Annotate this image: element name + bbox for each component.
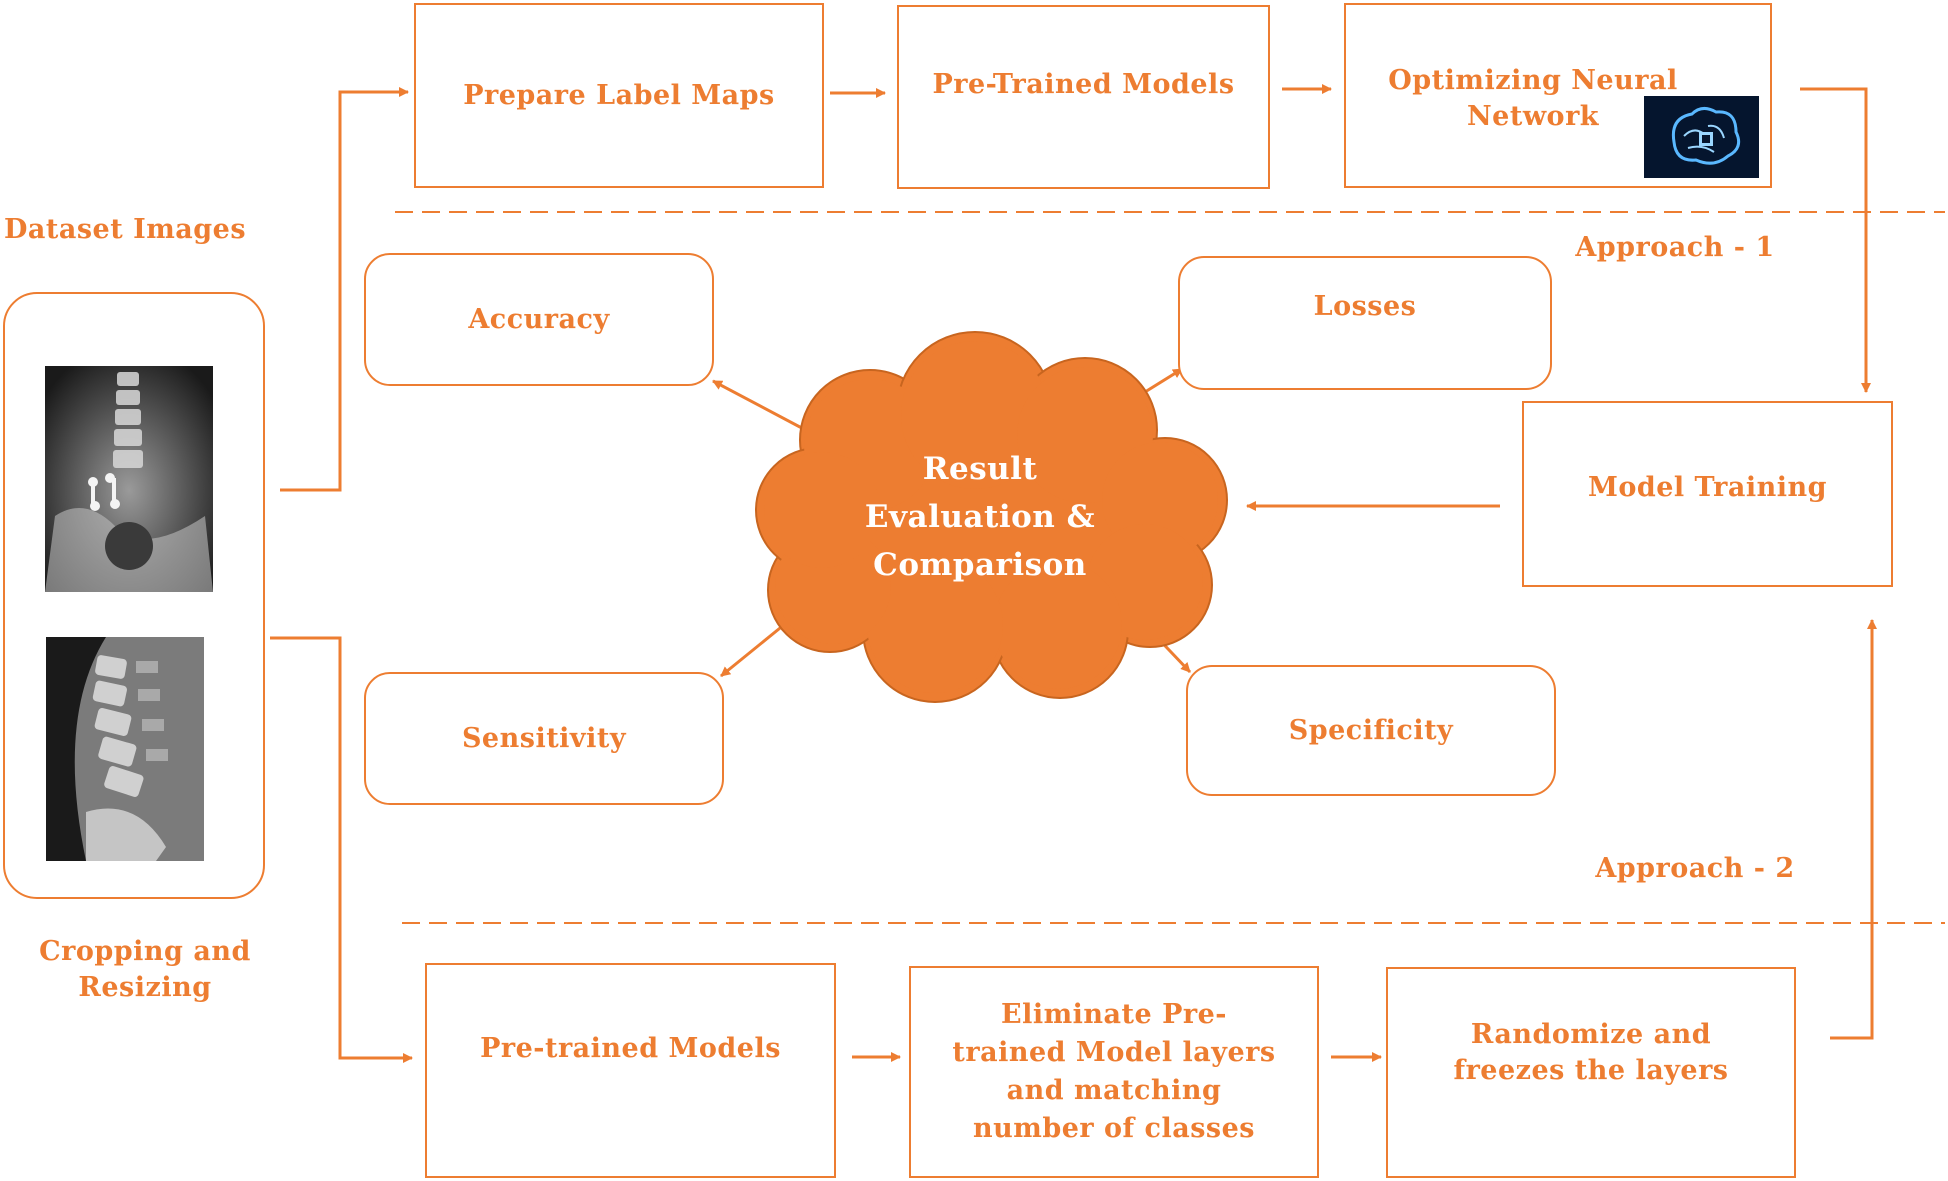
accuracy-label: Accuracy bbox=[468, 303, 610, 335]
specificity-label: Specificity bbox=[1288, 714, 1454, 746]
optimizing-network-label: Optimizing Neural Network bbox=[1388, 65, 1678, 132]
sensitivity-box: Sensitivity bbox=[364, 672, 724, 805]
eliminate-layers-label: Eliminate Pre- trained Model layers and … bbox=[952, 999, 1276, 1144]
result-evaluation-text: Result Evaluation & Comparison bbox=[864, 451, 1096, 583]
pretrained-models-box: Pre-Trained Models bbox=[897, 5, 1270, 189]
randomize-freeze-label: Randomize and freezes the layers bbox=[1453, 1019, 1729, 1086]
brain-chip-icon bbox=[1644, 96, 1759, 178]
result-cloud-fill bbox=[764, 341, 1218, 693]
approach2-label: Approach - 2 bbox=[1595, 853, 1795, 884]
model-training-label: Model Training bbox=[1587, 472, 1828, 503]
arrow-cloud-to-accuracy bbox=[712, 379, 816, 437]
model-training-box: Model Training bbox=[1522, 401, 1893, 587]
approach1-label: Approach - 1 bbox=[1575, 232, 1775, 263]
arrow-cloud-to-losses bbox=[1144, 367, 1183, 394]
xray-spine-image bbox=[45, 366, 213, 592]
prepare-label-maps-box: Prepare Label Maps bbox=[414, 3, 824, 188]
pretrained-models-label: Pre-Trained Models bbox=[932, 69, 1235, 100]
sensitivity-label: Sensitivity bbox=[461, 722, 627, 754]
arrow-optimizing-to-training bbox=[1800, 87, 1871, 393]
arrow-dataset-to-pretrained bbox=[270, 636, 413, 1063]
pretrained-models-2-box: Pre-trained Models bbox=[425, 963, 836, 1178]
losses-label: Losses bbox=[1313, 291, 1417, 322]
ct-spine-image bbox=[46, 637, 204, 861]
accuracy-box: Accuracy bbox=[364, 253, 714, 386]
arrow-randomize-to-training bbox=[1830, 619, 1877, 1040]
eliminate-layers-box: Eliminate Pre- trained Model layers and … bbox=[909, 966, 1319, 1178]
arrow-cloud-to-sensitivity bbox=[720, 622, 786, 678]
dataset-images-label: Dataset Images bbox=[3, 214, 247, 245]
cropping-resizing-label: Cropping and Resizing bbox=[39, 936, 251, 1003]
pretrained-models-2-label: Pre-trained Models bbox=[480, 1033, 781, 1064]
arrow-dataset-to-label-maps bbox=[280, 87, 409, 492]
prepare-label-maps-label: Prepare Label Maps bbox=[463, 79, 775, 111]
specificity-box: Specificity bbox=[1186, 665, 1556, 796]
randomize-freeze-box: Randomize and freezes the layers bbox=[1386, 967, 1796, 1178]
losses-box: Losses bbox=[1178, 256, 1552, 390]
